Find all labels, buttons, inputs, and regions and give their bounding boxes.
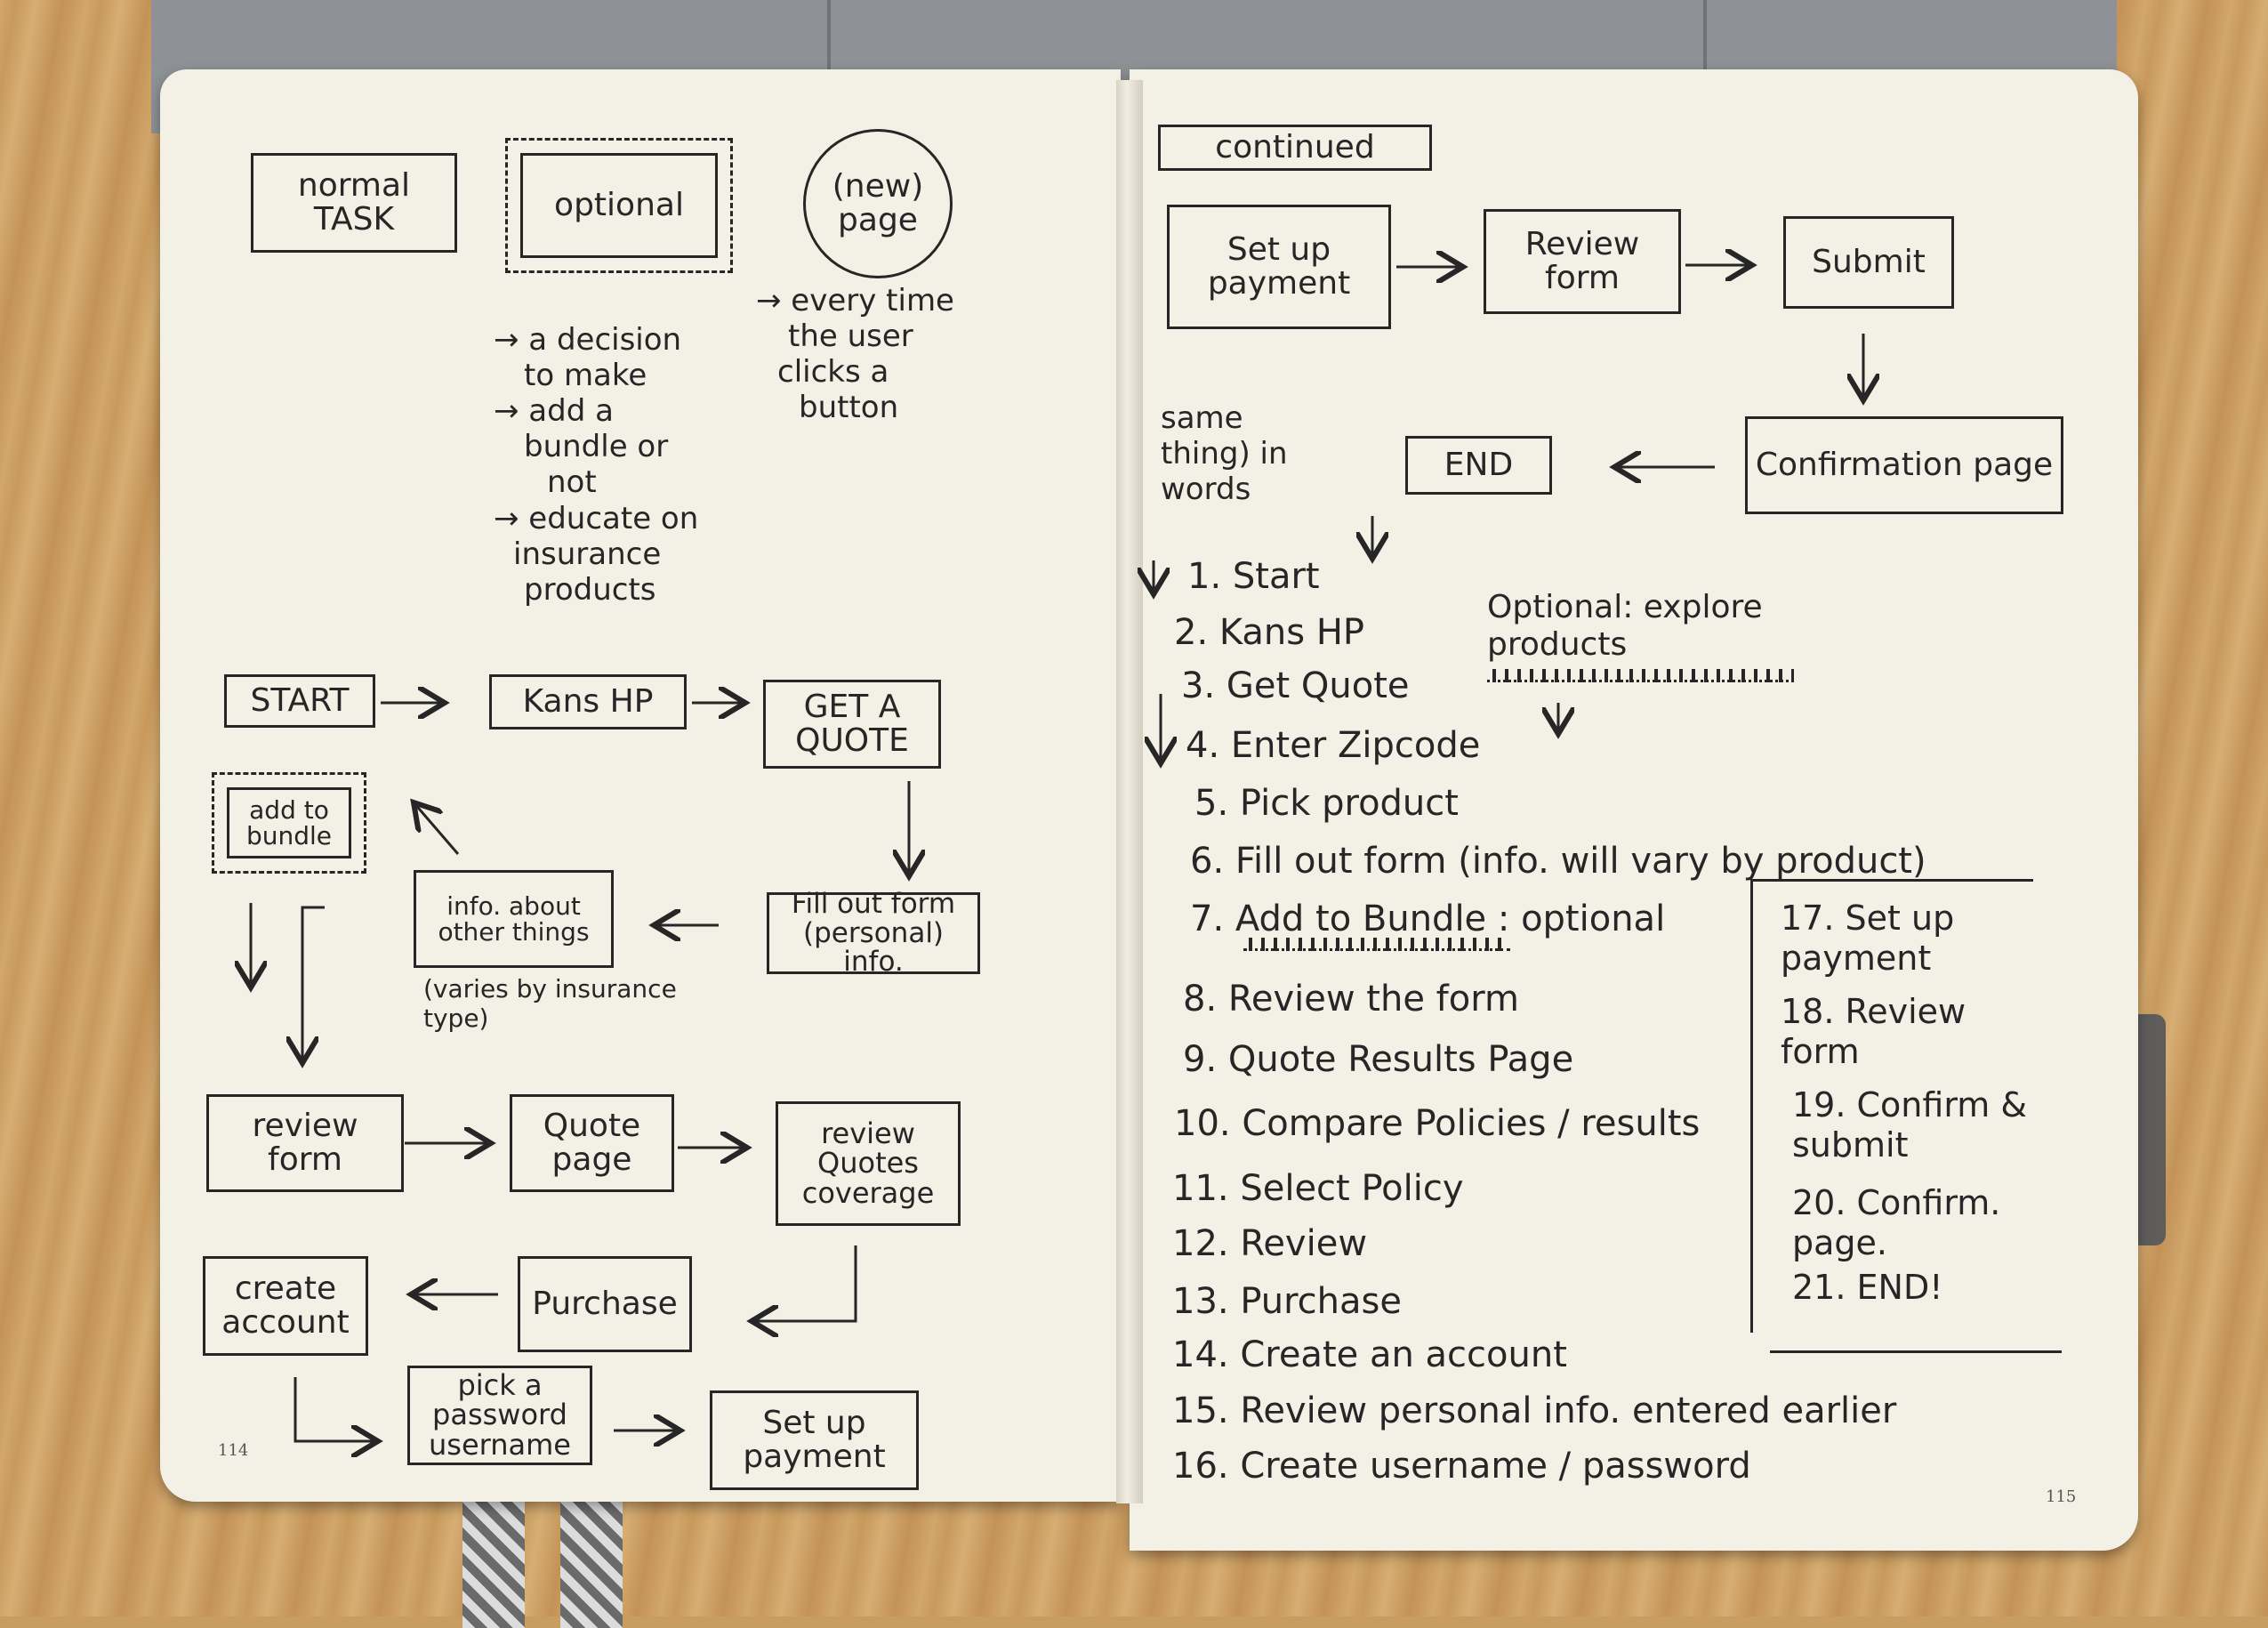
right-page <box>1130 69 2138 1551</box>
step-item: 11. Select Policy <box>1172 1168 1464 1209</box>
flow-set-up-payment: Set up payment <box>710 1390 919 1490</box>
note-line: not <box>547 464 597 501</box>
legend-optional: optional <box>505 138 733 273</box>
flow-confirmation-page: Confirmation page <box>1745 416 2063 514</box>
step-item: 20. Confirm. page. <box>1792 1183 2001 1262</box>
flow-right-review-form: Review form <box>1484 209 1681 314</box>
page-number-left: 114 <box>218 1441 249 1460</box>
flow-kans-hp: Kans HP <box>489 674 687 729</box>
column-rule <box>1750 879 2033 882</box>
note-line: insurance <box>513 536 662 572</box>
flow-review-form: review form <box>206 1094 404 1192</box>
flow-pick-password: pick a password username <box>407 1366 592 1465</box>
step-item: 1. Start <box>1187 556 1320 597</box>
flow-end: END <box>1405 436 1552 495</box>
step-item: 21. END! <box>1792 1268 1943 1307</box>
step-item: 16. Create username / password <box>1172 1446 1751 1487</box>
step-item: 10. Compare Policies / results <box>1174 1103 1701 1144</box>
flow-purchase: Purchase <box>518 1256 692 1352</box>
notebook-spine <box>1116 80 1143 1503</box>
page-number-right: 115 <box>2046 1487 2077 1506</box>
note-line: button <box>799 390 899 426</box>
step-item: 14. Create an account <box>1172 1334 1567 1375</box>
flow-review-quotes: review Quotes coverage <box>776 1101 961 1226</box>
left-page <box>160 69 1121 1502</box>
note-line: → every time <box>756 283 954 318</box>
flow-info-other-things: info. about other things <box>414 870 614 968</box>
info-varies-note: (varies by insurance type) <box>423 974 677 1034</box>
column-rule <box>1750 879 1753 1333</box>
bookmark-ribbon <box>560 1477 623 1628</box>
flow-submit: Submit <box>1783 216 1954 309</box>
step-item: 9. Quote Results Page <box>1183 1039 1574 1080</box>
step-item: 5. Pick product <box>1194 783 1459 824</box>
flow-quote-page: Quote page <box>510 1094 674 1192</box>
note-line: bundle or <box>524 429 669 465</box>
optional-underline <box>1487 669 1794 682</box>
column-rule <box>1770 1350 2062 1353</box>
laptop-seam <box>1703 0 1707 107</box>
step-item: 15. Review personal info. entered earlie… <box>1172 1390 1897 1431</box>
continued-label: continued <box>1158 125 1432 171</box>
optional-underline <box>1243 938 1510 951</box>
note-line: → a decision <box>494 322 682 358</box>
optional-notes: → a decision to make → add a bundle or n… <box>494 322 760 608</box>
note-line: the user <box>788 318 913 355</box>
flow-add-to-bundle: add to bundle <box>212 772 366 874</box>
step-item: 6. Fill out form (info. will vary by pro… <box>1190 841 1926 882</box>
note-line: clicks a <box>777 354 889 391</box>
step-item: 17. Set up payment <box>1781 899 1955 978</box>
flow-get-a-quote: GET A QUOTE <box>763 680 941 769</box>
step-item: 8. Review the form <box>1183 979 1519 1020</box>
note-line: to make <box>524 358 647 394</box>
flow-start: START <box>224 674 375 728</box>
step-item: 18. Review form <box>1781 992 1966 1071</box>
flow-fill-out-form: Fill out form (personal) info. <box>767 890 980 977</box>
laptop-seam <box>827 0 831 107</box>
page-notes: → every time the user clicks a button <box>756 283 987 425</box>
step-item: 12. Review <box>1172 1223 1368 1264</box>
flow-create-account: create account <box>203 1256 368 1356</box>
flow-right-set-up-payment: Set up payment <box>1167 205 1391 329</box>
legend-new-page: (new) page <box>803 129 953 278</box>
note-line: → add a <box>494 393 614 430</box>
same-thing-note: same thing) in words <box>1161 400 1288 508</box>
step-item: 13. Purchase <box>1172 1281 1402 1322</box>
step-item: 7. Add to Bundle : optional <box>1190 899 1666 939</box>
step-item: 3. Get Quote <box>1181 665 1410 706</box>
legend-normal-task: normal TASK <box>251 153 457 253</box>
note-line: → educate on <box>494 500 699 536</box>
step-item: 2. Kans HP <box>1174 612 1365 653</box>
optional-explore-note: Optional: explore products <box>1487 589 1763 664</box>
step-item: 4. Enter Zipcode <box>1186 725 1481 766</box>
note-line: products <box>524 571 656 608</box>
bookmark-ribbon <box>462 1477 525 1628</box>
step-item: 19. Confirm & submit <box>1792 1085 2027 1165</box>
